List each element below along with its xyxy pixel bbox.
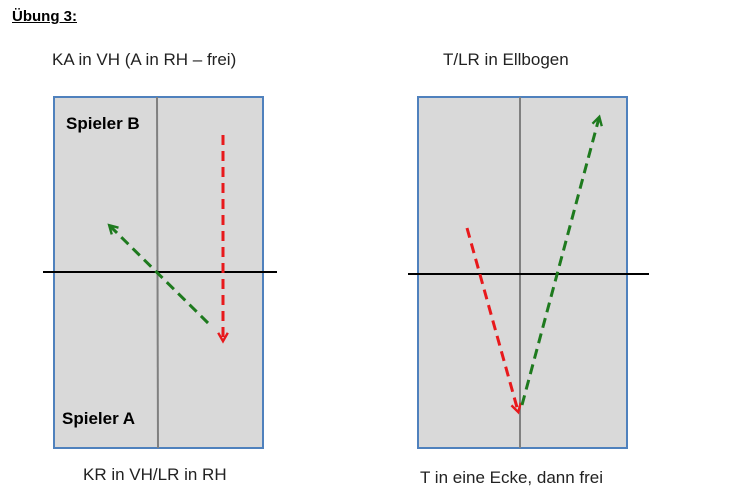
right-return-arrow	[520, 114, 603, 406]
right-table-surface	[417, 96, 628, 449]
player-b-label: Spieler B	[66, 114, 140, 133]
left-return-arrow	[107, 223, 210, 325]
left-caption-top: KA in VH (A in RH – frei)	[52, 50, 237, 69]
exercise-title: Übung 3:	[12, 8, 77, 25]
right-caption-bottom: T in eine Ecke, dann frei	[420, 468, 604, 487]
right-caption-top: T/LR in Ellbogen	[443, 50, 569, 69]
right-table	[408, 96, 649, 449]
player-a-label: Spieler A	[62, 409, 135, 428]
left-caption-bottom: KR in VH/LR in RH	[83, 465, 227, 484]
left-table: Spieler B Spieler A	[43, 96, 277, 449]
